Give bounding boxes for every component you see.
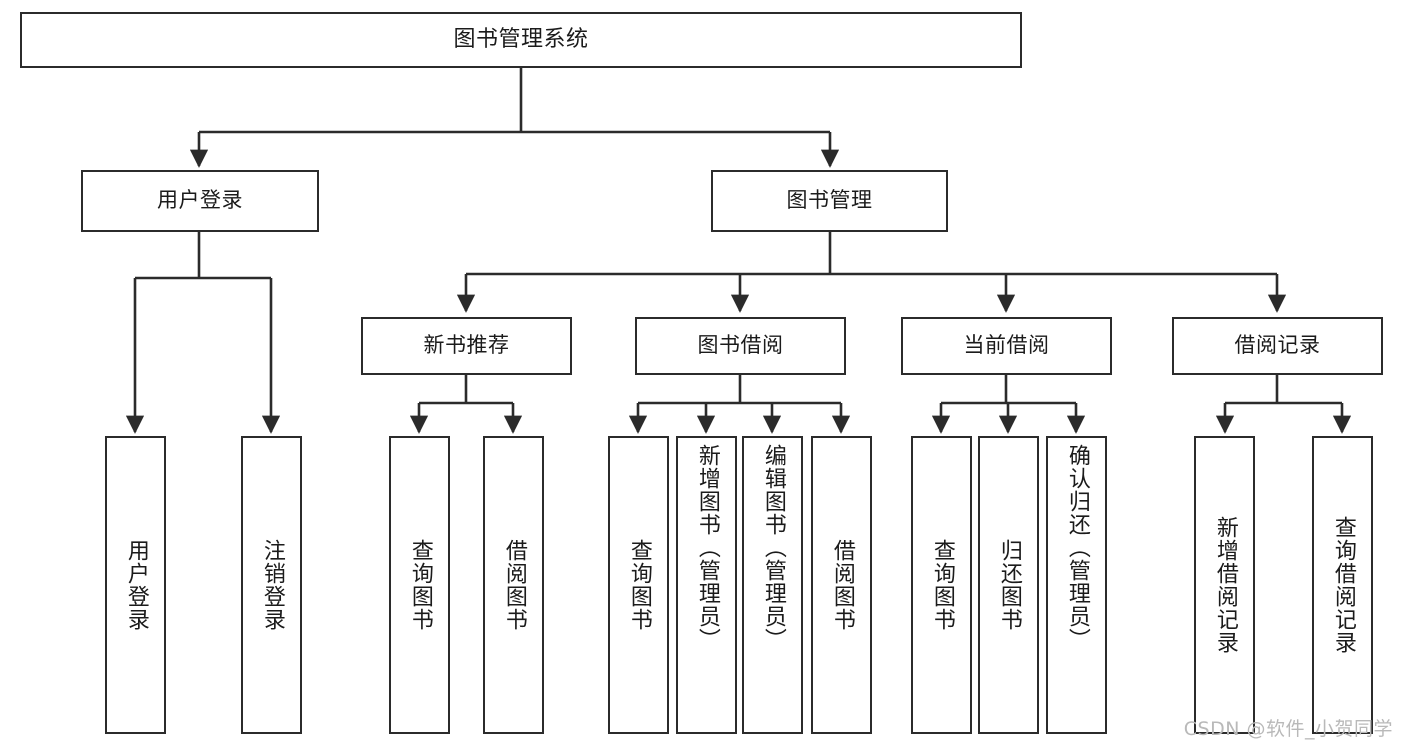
node-leaf-add-book-admin[interactable]: 新增图书（管理员） bbox=[676, 436, 737, 734]
node-leaf-user-logout[interactable]: 注销登录 bbox=[241, 436, 302, 734]
node-leaf-user-login[interactable]: 用户登录 bbox=[105, 436, 166, 734]
node-root-book-management-system[interactable]: 图书管理系统 bbox=[20, 12, 1022, 68]
node-user-login[interactable]: 用户登录 bbox=[81, 170, 319, 232]
node-leaf-query-book-borrow[interactable]: 查询图书 bbox=[608, 436, 669, 734]
node-book-borrow[interactable]: 图书借阅 bbox=[635, 317, 846, 375]
node-borrow-record-label: 借阅记录 bbox=[1234, 333, 1321, 358]
node-borrow-record[interactable]: 借阅记录 bbox=[1172, 317, 1383, 375]
node-leaf-borrow-book-borrow[interactable]: 借阅图书 bbox=[811, 436, 872, 734]
node-leaf-query-borrow-record[interactable]: 查询借阅记录 bbox=[1312, 436, 1373, 734]
node-leaf-return-book-label: 归还图书 bbox=[996, 539, 1022, 631]
node-leaf-add-borrow-record[interactable]: 新增借阅记录 bbox=[1194, 436, 1255, 734]
node-new-book-recommendation[interactable]: 新书推荐 bbox=[361, 317, 572, 375]
node-leaf-user-login-label: 用户登录 bbox=[123, 539, 149, 631]
node-leaf-confirm-return-admin-label: 确认归还（管理员） bbox=[1064, 444, 1090, 651]
node-new-book-recommendation-label: 新书推荐 bbox=[423, 333, 510, 358]
node-leaf-query-book-current[interactable]: 查询图书 bbox=[911, 436, 972, 734]
node-leaf-query-book-current-label: 查询图书 bbox=[929, 539, 955, 631]
node-leaf-query-book-borrow-label: 查询图书 bbox=[626, 539, 652, 631]
node-leaf-borrow-book-borrow-label: 借阅图书 bbox=[829, 539, 855, 631]
node-current-borrow[interactable]: 当前借阅 bbox=[901, 317, 1112, 375]
node-leaf-query-borrow-record-label: 查询借阅记录 bbox=[1330, 516, 1356, 654]
node-current-borrow-label: 当前借阅 bbox=[963, 333, 1050, 358]
node-leaf-return-book[interactable]: 归还图书 bbox=[978, 436, 1039, 734]
node-leaf-borrow-book-rec-label: 借阅图书 bbox=[501, 539, 527, 631]
node-leaf-user-logout-label: 注销登录 bbox=[259, 539, 285, 631]
node-leaf-borrow-book-rec[interactable]: 借阅图书 bbox=[483, 436, 544, 734]
node-leaf-query-book-rec-label: 查询图书 bbox=[407, 539, 433, 631]
node-leaf-add-book-admin-label: 新增图书（管理员） bbox=[694, 444, 720, 651]
csdn-watermark: CSDN @软件_小贺同学 bbox=[1183, 718, 1393, 740]
node-leaf-edit-book-admin[interactable]: 编辑图书（管理员） bbox=[742, 436, 803, 734]
node-root-label: 图书管理系统 bbox=[453, 26, 589, 52]
node-book-manage-label: 图书管理 bbox=[786, 188, 873, 213]
node-leaf-edit-book-admin-label: 编辑图书（管理员） bbox=[760, 444, 786, 651]
node-leaf-add-borrow-record-label: 新增借阅记录 bbox=[1212, 516, 1238, 654]
node-leaf-query-book-rec[interactable]: 查询图书 bbox=[389, 436, 450, 734]
node-user-login-label: 用户登录 bbox=[157, 188, 243, 213]
node-book-borrow-label: 图书借阅 bbox=[697, 333, 784, 358]
node-leaf-confirm-return-admin[interactable]: 确认归还（管理员） bbox=[1046, 436, 1107, 734]
node-book-manage[interactable]: 图书管理 bbox=[711, 170, 948, 232]
